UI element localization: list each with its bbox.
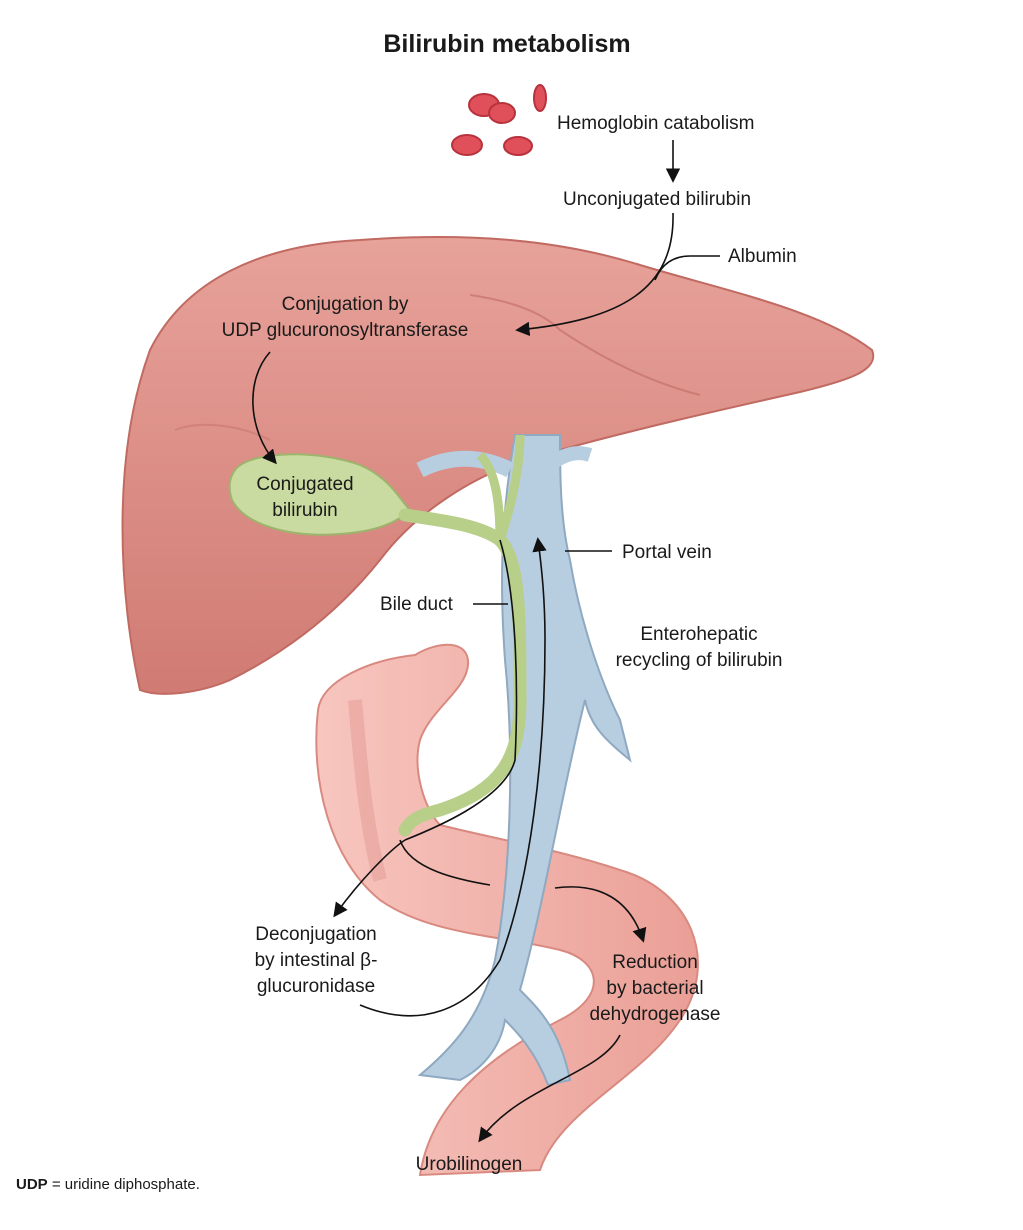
- label-conjugation: Conjugation by UDP glucuronosyltransfera…: [222, 292, 469, 344]
- label-enterohepatic-line2: recycling of bilirubin: [615, 650, 783, 671]
- liver-lobe-line: [469, 294, 701, 396]
- label-enterohepatic-recycling: Enterohepatic recycling of bilirubin: [616, 622, 783, 674]
- red-blood-cells: [451, 84, 547, 156]
- rbc-2: [488, 102, 516, 124]
- label-conjugated-line1: Conjugated: [256, 474, 354, 495]
- footnote-abbr: UDP: [16, 1176, 48, 1193]
- bile-duct: [398, 508, 527, 837]
- arrow-to-reduction: [399, 839, 643, 940]
- arrow-conjugation-to-gallbladder: [252, 351, 277, 465]
- rbc-5: [503, 136, 533, 156]
- label-bile-duct: Bile duct: [380, 594, 453, 615]
- hepatic-duct-right: [495, 434, 525, 542]
- label-deconj-line1: Deconjugation: [255, 924, 377, 945]
- label-enterohepatic-line1: Enterohepatic: [640, 624, 758, 645]
- arrow-to-urobilinogen: [478, 1034, 621, 1143]
- label-hemoglobin-catabolism: Hemoglobin catabolism: [557, 113, 755, 134]
- label-portal-vein: Portal vein: [622, 542, 712, 563]
- portal-vein-branch-left: [416, 450, 514, 478]
- label-unconjugated-bilirubin: Unconjugated bilirubin: [563, 189, 752, 210]
- gallbladder: [228, 453, 412, 536]
- rbc-3: [533, 84, 547, 112]
- label-conjugated-line2: bilirubin: [272, 500, 338, 521]
- footnote-definition: = uridine diphosphate.: [47, 1176, 200, 1193]
- label-deconj-line2: by intestinal β-: [254, 950, 378, 971]
- label-reduction-line2: by bacterial: [606, 978, 704, 999]
- label-conjugation-line2: UDP glucuronosyltransferase: [221, 320, 469, 341]
- liver-shadow-line: [174, 423, 271, 441]
- label-deconj-line3: glucuronidase: [256, 976, 376, 997]
- intestine-folds: [348, 699, 387, 882]
- label-reduction: Reduction by bacterial dehydrogenase: [590, 950, 721, 1028]
- footnote: UDP = uridine diphosphate.: [16, 1176, 200, 1193]
- portal-vein-branch-right: [540, 446, 593, 476]
- albumin-leader: [654, 255, 720, 281]
- label-deconjugation: Deconjugation by intestinal β- glucuroni…: [255, 922, 378, 1000]
- label-albumin: Albumin: [728, 246, 797, 267]
- bile-flow-line: [404, 539, 518, 841]
- label-urobilinogen: Urobilinogen: [415, 1154, 523, 1175]
- label-conjugated-bilirubin: Conjugated bilirubin: [256, 472, 353, 524]
- rbc-4: [451, 134, 483, 156]
- label-conjugation-line1: Conjugation by: [281, 294, 409, 315]
- arrow-unconjugated-to-conjugation: [515, 212, 674, 337]
- label-reduction-line3: dehydrogenase: [589, 1004, 721, 1025]
- diagram-title: Bilirubin metabolism: [383, 30, 631, 58]
- label-reduction-line1: Reduction: [612, 952, 698, 973]
- enterohepatic-flow-line: [359, 537, 547, 1017]
- arrow-to-deconjugation: [333, 839, 406, 918]
